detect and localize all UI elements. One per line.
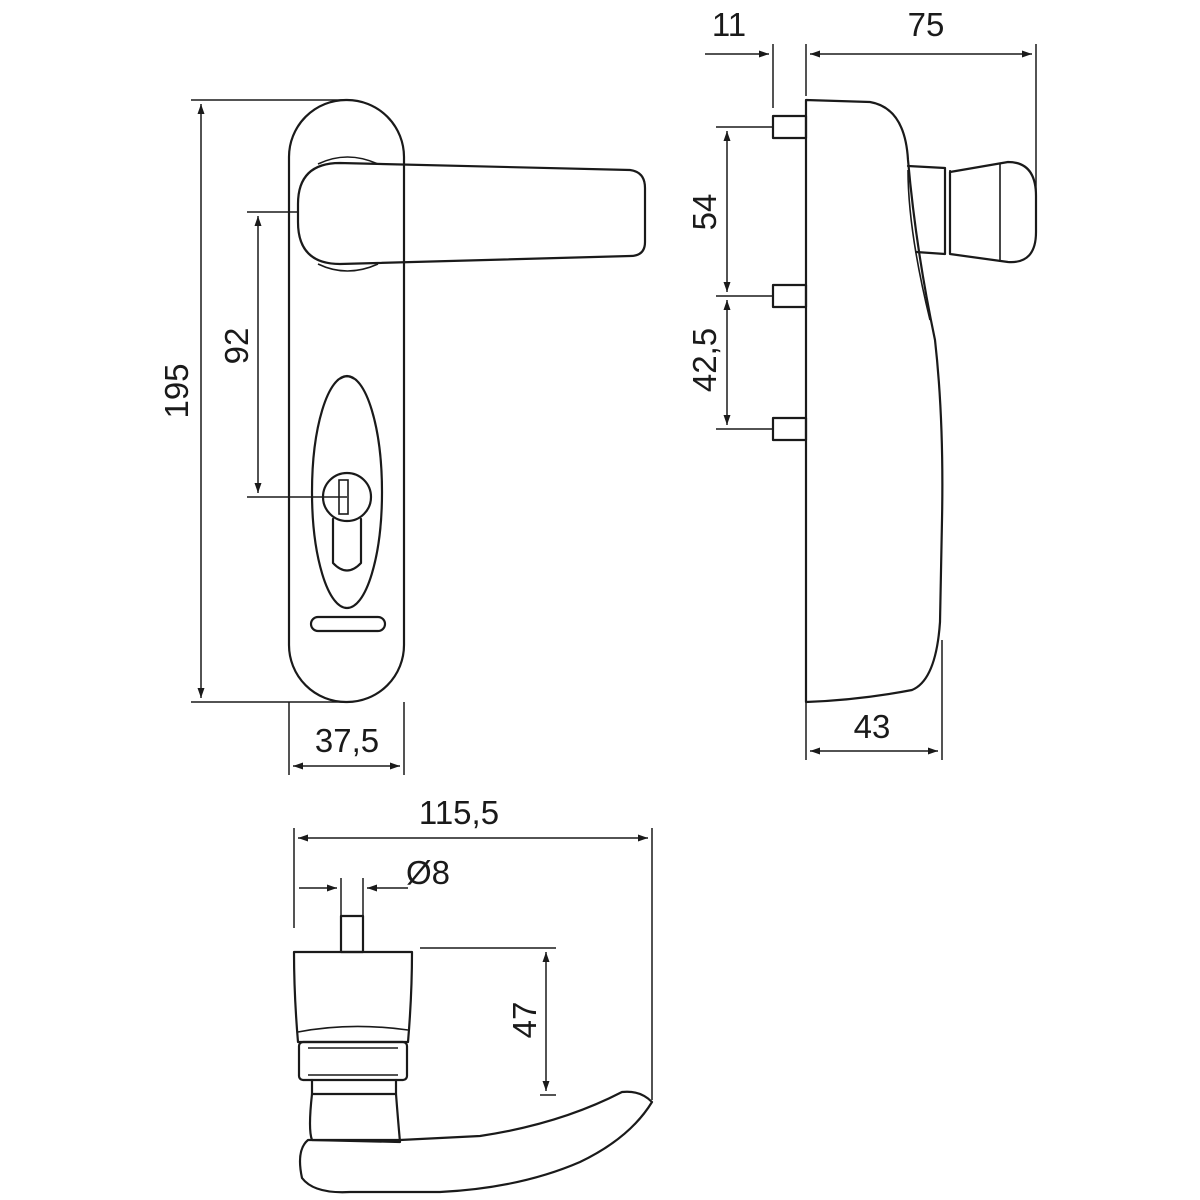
dim-label-47: 47 — [506, 1002, 543, 1039]
dim-label-92: 92 — [218, 328, 255, 365]
rosette-curve — [297, 1025, 409, 1033]
cylinder-keyhole-slot — [331, 517, 363, 572]
dim-label-d8: Ø8 — [406, 854, 450, 891]
escutcheon-tip — [339, 375, 355, 380]
spindle — [339, 914, 365, 954]
bottom-slot — [309, 615, 387, 633]
lever-stem — [308, 1092, 402, 1144]
front-view: 195 92 37,5 — [158, 98, 647, 775]
knob — [948, 160, 1038, 264]
side-plate-profile — [804, 98, 944, 704]
knob-neck — [906, 164, 947, 256]
lever-handle-front — [296, 161, 647, 266]
lever-blade-top — [298, 1090, 654, 1194]
mounting-pin-2 — [771, 283, 808, 309]
dim-label-115-5: 115,5 — [419, 794, 499, 831]
rosette-arc-bottom — [317, 263, 379, 272]
dim-label-42-5: 42,5 — [686, 328, 723, 392]
mounting-pin-3 — [771, 416, 808, 442]
dim-label-43: 43 — [854, 708, 891, 745]
collar — [297, 1040, 409, 1082]
rosette-body — [292, 950, 414, 1044]
side-view: 11 75 54 42,5 43 — [686, 6, 1038, 760]
dim-label-54: 54 — [686, 194, 723, 231]
dim-label-37-5: 37,5 — [315, 722, 379, 759]
top-view: 115,5 Ø8 47 — [292, 794, 654, 1194]
side-inner-curve — [907, 169, 931, 321]
mounting-pin-1 — [771, 114, 808, 140]
rosette-arc-top — [317, 156, 379, 165]
dim-label-75: 75 — [908, 6, 945, 43]
backplate-outline — [287, 98, 406, 704]
dim-label-195: 195 — [158, 363, 195, 418]
lever-neck — [310, 1078, 398, 1096]
dim-label-11: 11 — [712, 6, 746, 43]
